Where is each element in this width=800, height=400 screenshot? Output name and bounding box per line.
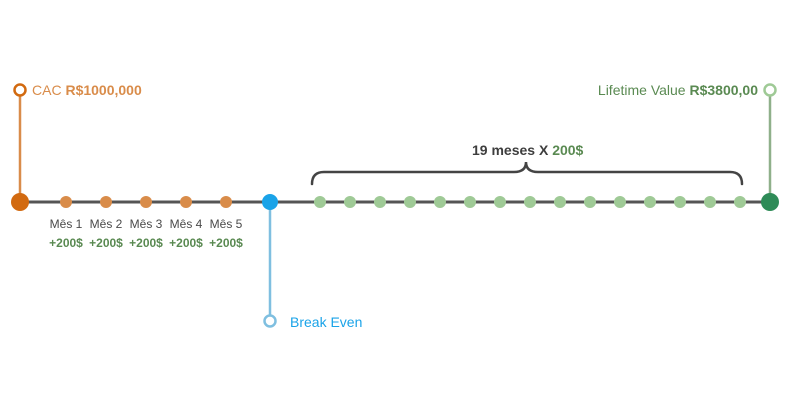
- month-label: Mês 1: [49, 217, 83, 231]
- break-even-text: Break Even: [290, 314, 363, 330]
- ltv-label: Lifetime Value R$3800,00: [598, 82, 758, 98]
- break-even-label: Break Even: [290, 314, 362, 330]
- brace-label: 19 meses X 200$: [472, 142, 583, 158]
- month-dot: [100, 196, 112, 208]
- month-dot: [180, 196, 192, 208]
- start-node: [11, 193, 29, 211]
- green-month-dot: [344, 196, 356, 208]
- month-label: Mês 5: [209, 217, 243, 231]
- month-label: Mês 4: [169, 217, 203, 231]
- brace: [310, 161, 744, 186]
- green-month-dot: [584, 196, 596, 208]
- green-month-dot: [464, 196, 476, 208]
- month-dot: [220, 196, 232, 208]
- green-month-dot: [374, 196, 386, 208]
- month-amount: +200$: [209, 236, 243, 250]
- cac-value: R$1000,000: [65, 82, 142, 98]
- month-label: Mês 3: [129, 217, 163, 231]
- green-month-dot: [314, 196, 326, 208]
- green-month-dot: [704, 196, 716, 208]
- green-month-dot: [404, 196, 416, 208]
- green-month-dot: [614, 196, 626, 208]
- brace-amount: 200$: [552, 142, 584, 158]
- month-dot: [140, 196, 152, 208]
- cac-label: CAC R$1000,000: [32, 82, 142, 98]
- month-amount: +200$: [169, 236, 203, 250]
- month-amount: +200$: [129, 236, 163, 250]
- end-node: [761, 193, 779, 211]
- cac-label-text: CAC: [32, 82, 62, 98]
- green-month-dot: [644, 196, 656, 208]
- cac-marker: [13, 83, 27, 97]
- break-even-node: [262, 194, 278, 210]
- green-month-dot: [524, 196, 536, 208]
- month-label: Mês 2: [89, 217, 123, 231]
- ltv-value: R$3800,00: [689, 82, 758, 98]
- month-amount: +200$: [89, 236, 123, 250]
- ltv-marker: [763, 83, 777, 97]
- green-month-dot: [734, 196, 746, 208]
- month-amount: +200$: [49, 236, 83, 250]
- green-month-dot: [494, 196, 506, 208]
- green-month-dot: [434, 196, 446, 208]
- green-month-dot: [674, 196, 686, 208]
- ltv-label-text: Lifetime Value: [597, 82, 686, 98]
- break-even-marker: [263, 314, 277, 328]
- green-month-dot: [554, 196, 566, 208]
- month-dot: [60, 196, 72, 208]
- brace-months-text: 19 meses X: [472, 142, 549, 158]
